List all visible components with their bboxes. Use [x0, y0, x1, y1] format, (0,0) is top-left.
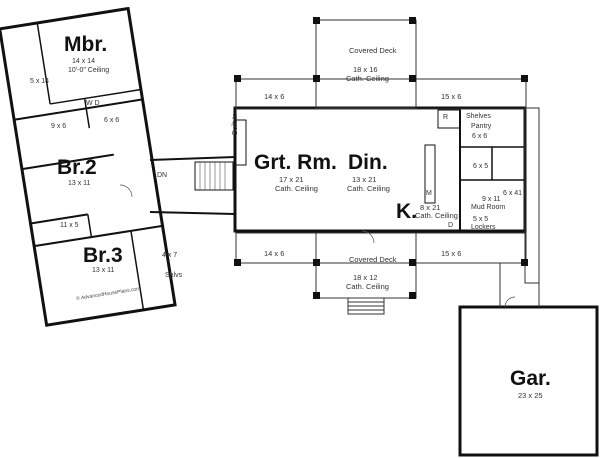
kit-d: D: [448, 222, 454, 229]
closet-br3-dims: 4 x 7: [162, 252, 178, 259]
mudroom-dims: 9 x 11: [482, 196, 501, 203]
mbr-note: 10'-0" Ceiling: [68, 67, 110, 74]
grt-name: Grt. Rm.: [254, 151, 337, 174]
deck-posts: [234, 17, 528, 299]
bedroom-wing-outline: [0, 6, 177, 327]
bath-top-dims: 5 x 14: [30, 78, 50, 85]
deck-bottom-note: Cath. Ceiling: [346, 282, 389, 291]
bedroom-wing: [0, 6, 177, 327]
mbr-name: Mbr.: [64, 33, 108, 56]
din-note: Cath. Ceiling: [347, 184, 390, 193]
mudroom-name: Mud Room: [471, 204, 506, 211]
kit-dims: 8 x 21: [420, 203, 441, 212]
side-porch-dims: 6 x 41: [503, 190, 523, 197]
pantry-dims: 6 x 6: [472, 133, 488, 140]
garage-dims: 23 x 25: [518, 391, 543, 400]
mbr-dims: 14 x 14: [72, 58, 95, 65]
door-swings: [119, 184, 516, 308]
lockers-label: Lockers: [471, 224, 496, 231]
br2-name: Br.2: [57, 156, 97, 179]
stair-connector: [149, 156, 236, 215]
stair-treads: [199, 162, 226, 190]
lockers-dims: 5 x 5: [473, 216, 489, 223]
grt-dims: 17 x 21: [279, 175, 304, 184]
deck-bottom-right-dims: 15 x 6: [441, 249, 462, 258]
deck-bottom-dims: 18 x 12: [353, 273, 378, 282]
kit-m: M: [426, 190, 432, 197]
stairs-label: DN: [157, 172, 168, 179]
br3-dims: 13 x 11: [92, 267, 115, 274]
deck-top-note: Cath. Ceiling: [346, 74, 389, 83]
pantry-shelves: Shelves: [466, 113, 491, 120]
pantry-r: R: [443, 114, 449, 121]
hall-top-dims: 6 x 6: [104, 117, 120, 124]
kit-name: K.: [396, 200, 417, 223]
garage-outline: [458, 305, 599, 457]
kit-note: Cath. Ceiling: [415, 211, 458, 220]
din-name: Din.: [348, 151, 388, 174]
bath-right-dims: 6 x 5: [473, 163, 489, 170]
deck-top-name: Covered Deck: [349, 46, 397, 55]
deck-top-left-dims: 14 x 6: [264, 92, 285, 101]
deck-top-dims: 18 x 16: [353, 65, 378, 74]
shlvs-label: Shlvs: [165, 272, 183, 279]
top-deck-frame: [315, 19, 417, 109]
pantry-name: Pantry: [471, 123, 492, 130]
wd-label: W D: [86, 100, 100, 107]
garage-name: Gar.: [510, 367, 551, 390]
bath-mid-dims: 11 x 5: [60, 222, 79, 229]
grt-note: Cath. Ceiling: [275, 184, 318, 193]
closet-top-dims: 9 x 6: [51, 123, 67, 130]
deck-bottom-left-dims: 14 x 6: [264, 249, 285, 258]
deck-bottom-name: Covered Deck: [349, 255, 397, 264]
deck-top-right-dims: 15 x 6: [441, 92, 462, 101]
br3-name: Br.3: [83, 244, 123, 267]
br2-dims: 13 x 11: [68, 180, 91, 187]
builtin-label: Built-In: [232, 113, 239, 135]
din-dims: 13 x 21: [352, 175, 377, 184]
